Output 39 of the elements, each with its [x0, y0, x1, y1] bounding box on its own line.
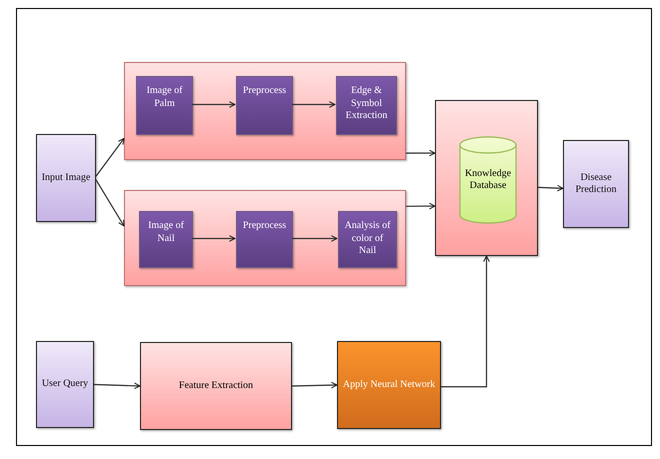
- arrow: [192, 101, 236, 108]
- process-box: [236, 76, 293, 135]
- process-box: [236, 211, 293, 268]
- arrow: [94, 382, 140, 390]
- arrow: [95, 179, 125, 226]
- arrow: [406, 150, 436, 156]
- node-label: Apply Neural Network: [342, 378, 436, 392]
- output-box: [563, 140, 629, 228]
- group-panel: [124, 190, 406, 286]
- input-box: [36, 341, 94, 428]
- node-label: Image of Palm: [146, 85, 184, 110]
- process-box: [337, 341, 441, 429]
- arrow: [441, 256, 490, 388]
- process-box: [140, 342, 292, 430]
- node-label: Analysis of color of Nail: [344, 220, 392, 258]
- group-panel: [124, 62, 406, 160]
- database-panel: [435, 100, 538, 256]
- node-label: Image of Nail: [147, 220, 185, 245]
- arrow: [292, 235, 338, 242]
- arrow: [292, 101, 336, 108]
- node-label: Feature Extraction: [178, 380, 254, 392]
- arrow: [292, 382, 338, 388]
- node-label: Disease Prediction: [574, 172, 618, 196]
- input-box: [36, 134, 96, 222]
- database-cylinder: [459, 136, 517, 224]
- node-label: Edge & Symbol Extraction: [344, 85, 388, 122]
- arrow: [538, 184, 564, 192]
- process-box: [139, 211, 193, 268]
- node-label: Preprocess: [242, 220, 288, 232]
- node-label: User Query: [40, 378, 90, 391]
- arrow: [192, 235, 236, 242]
- process-box: [136, 76, 193, 135]
- node-label: Knowledge Database: [464, 168, 512, 192]
- arrow: [96, 138, 124, 177]
- node-label: Preprocess: [242, 85, 288, 98]
- node-label: Input Image: [40, 172, 92, 184]
- process-box: [336, 76, 397, 135]
- process-box: [338, 211, 397, 268]
- arrow: [406, 202, 436, 210]
